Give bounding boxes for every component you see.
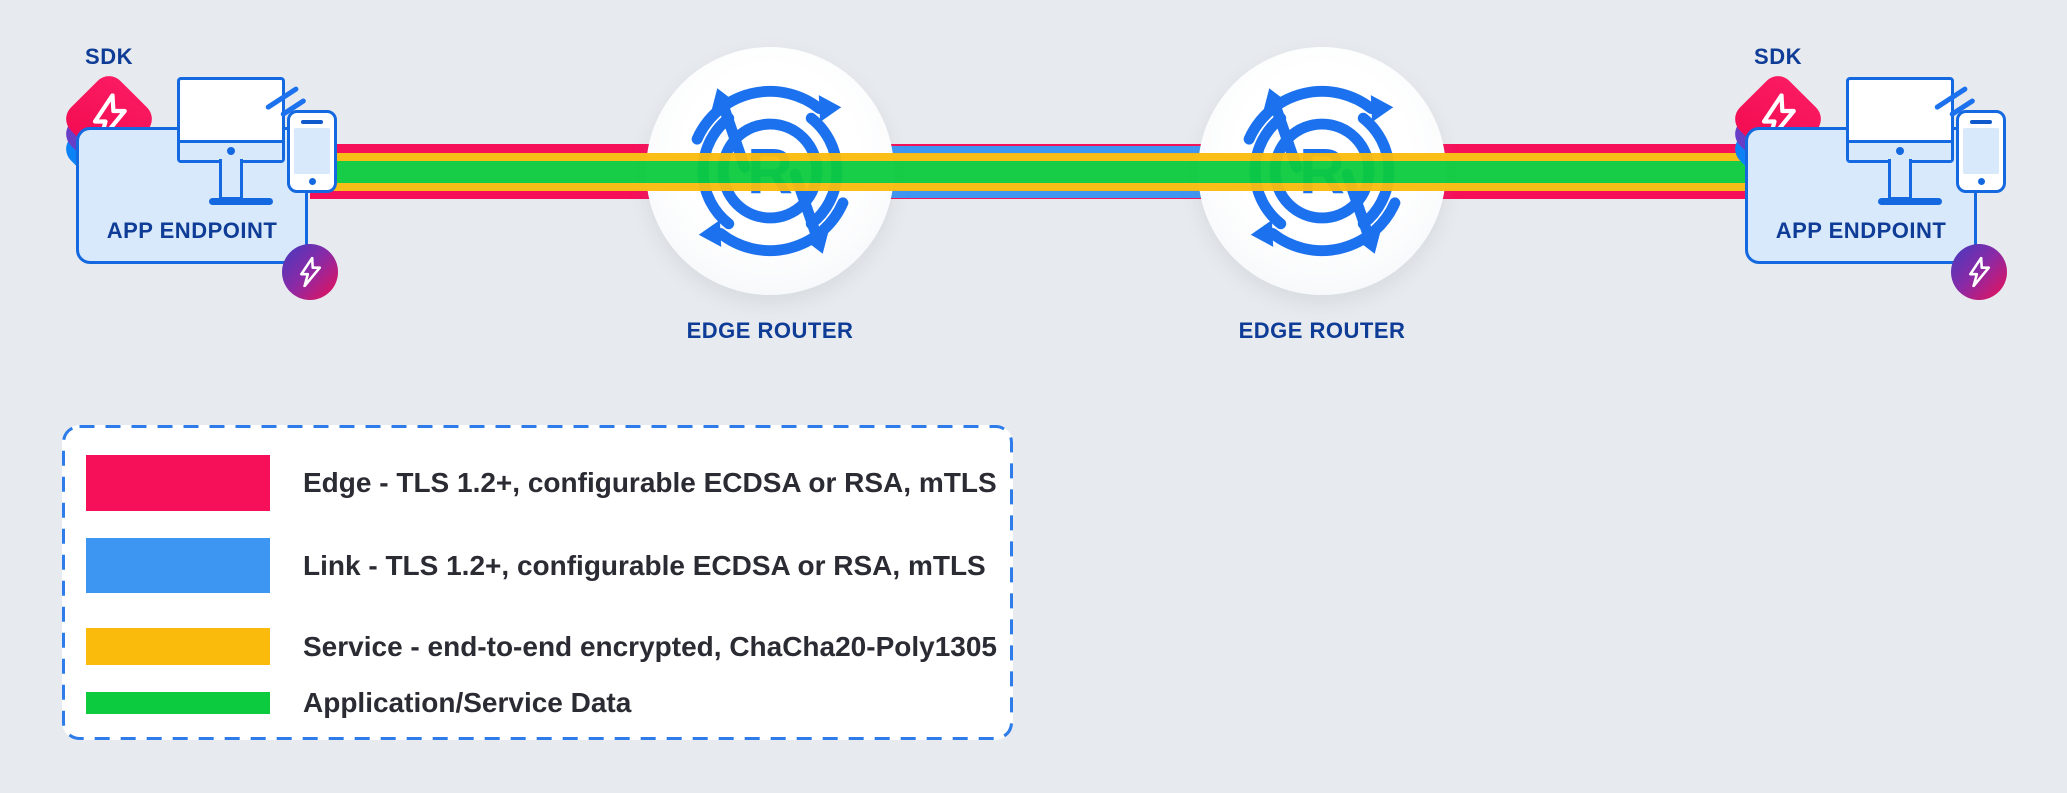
monitor-bezel [1849,140,1951,160]
legend-label: Service - end-to-end encrypted, ChaCha20… [303,630,997,662]
ziti-badge-icon [1951,244,2007,300]
phone-screen [1963,128,1999,174]
app-endpoint-left: SDK APP ENDPOINT [59,40,346,345]
app-endpoint-right: SDK APP ENDPOINT [1728,40,2015,345]
monitor-stand [219,159,243,200]
monitor-stand-base [1878,198,1942,205]
monitor-stand [1888,159,1912,200]
smartphone-icon [287,110,337,193]
ziti-badge-icon [282,244,338,300]
legend-swatch-service [86,628,270,665]
monitor-icon [1846,77,1954,163]
monitor-stand-base [209,198,273,205]
phone-home-dot [1977,178,1985,185]
phone-speaker [301,120,323,124]
legend-item-link: Link - TLS 1.2+, configurable ECDSA or R… [86,538,986,593]
legend-swatch-link [86,538,270,593]
legend-swatch-data [86,692,270,714]
legend-panel: Edge - TLS 1.2+, configurable ECDSA or R… [62,425,1013,740]
legend-item-edge: Edge - TLS 1.2+, configurable ECDSA or R… [86,455,997,511]
lightning-bolt-icon [1966,256,1992,288]
legend-dashed-border [62,425,1013,740]
edge-router-label-right: EDGE ROUTER [1238,318,1406,343]
service-stripe-top [310,152,1745,161]
smartphone-icon [1956,110,2006,193]
monitor-bezel [180,140,282,160]
phone-home-dot [308,178,316,185]
link-tls-stripe-top [770,146,1322,154]
monitor-camera-dot [1896,147,1904,155]
legend-item-service: Service - end-to-end encrypted, ChaCha20… [86,628,997,665]
application-data-stripe [310,161,1745,183]
legend-label: Application/Service Data [303,687,632,718]
lightning-bolt-icon [297,256,323,288]
edge-router-label-left: EDGE ROUTER [686,318,854,343]
phone-screen [294,128,330,174]
service-data-band [310,152,1745,191]
app-endpoint-label: APP ENDPOINT [1775,218,1947,243]
app-endpoint-label: APP ENDPOINT [106,218,278,243]
link-tls-stripe-bottom [770,189,1322,198]
service-stripe-bottom [310,182,1745,191]
sdk-label: SDK [85,44,133,69]
phone-speaker [1970,120,1992,124]
monitor-camera-dot [227,147,235,155]
legend-swatch-edge [86,455,270,511]
legend-item-data: Application/Service Data [86,687,631,718]
legend-label: Edge - TLS 1.2+, configurable ECDSA or R… [303,467,997,498]
sdk-label: SDK [1754,44,1802,69]
monitor-icon [177,77,285,163]
legend-label: Link - TLS 1.2+, configurable ECDSA or R… [303,549,986,581]
